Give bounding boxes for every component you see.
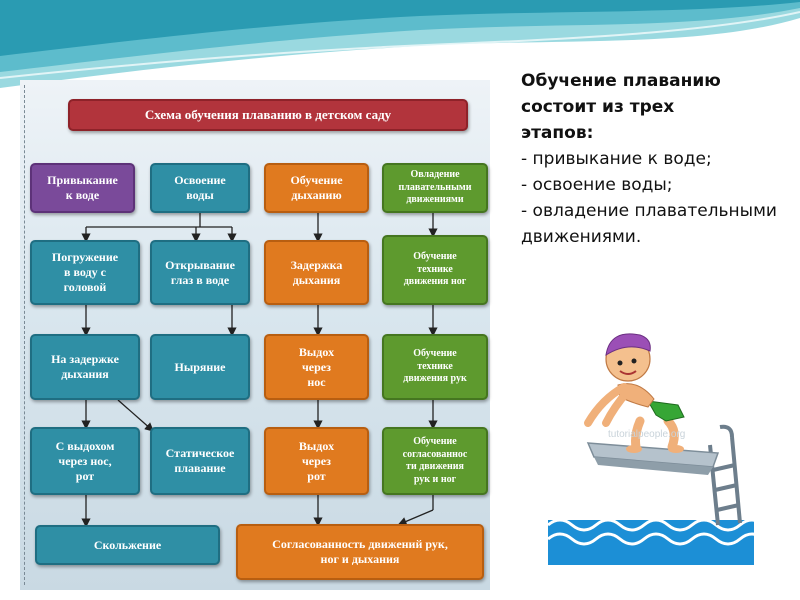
node-swimming-movements: Овладение плавательными движениями	[382, 163, 488, 213]
node-water-mastery: Освоение воды	[150, 163, 250, 213]
left-dashed-border	[24, 85, 25, 585]
node-exhale-mouth: Выдох через рот	[264, 427, 369, 495]
node-breathing-training: Обучение дыханию	[264, 163, 369, 213]
illustration-watermark: tutorialpeople.org	[608, 429, 685, 440]
node-gliding: Скольжение	[35, 525, 220, 565]
node-arm-leg-coordination: Обучение согласованнос ти движения рук и…	[382, 427, 488, 495]
node-arm-technique: Обучение технике движения рук	[382, 334, 488, 400]
node-adaptation-to-water: Привыкание к воде	[30, 163, 135, 213]
node-static-swimming: Статическое плавание	[150, 427, 250, 495]
node-exhale-nose-mouth: С выдохом через нос, рот	[30, 427, 140, 495]
node-exhale-nose: Выдох через нос	[264, 334, 369, 400]
stage-item: - овладение плавательными движениями.	[521, 201, 777, 247]
stage-item: - освоение воды;	[521, 175, 673, 195]
stages-description: Обучение плаванию состоит из трех этапов…	[521, 68, 791, 250]
header-wave-decoration	[0, 0, 800, 88]
node-head-immersion: Погружение в воду с головой	[30, 240, 140, 305]
node-leg-technique: Обучение технике движения ног	[382, 235, 488, 305]
node-eyes-open-underwater: Открывание глаз в воде	[150, 240, 250, 305]
boy-diving-illustration: tutorialpeople.org	[548, 325, 754, 565]
stages-heading: Обучение плаванию состоит из трех этапов…	[521, 71, 721, 143]
diagram-title: Схема обучения плаванию в детском саду	[68, 99, 468, 131]
node-diving: Ныряние	[150, 334, 250, 400]
node-on-breath-hold: На задержке дыхания	[30, 334, 140, 400]
node-breath-hold: Задержка дыхания	[264, 240, 369, 305]
stage-item: - привыкание к воде;	[521, 149, 712, 169]
node-full-coordination: Согласованность движений рук, ног и дыха…	[236, 524, 484, 580]
